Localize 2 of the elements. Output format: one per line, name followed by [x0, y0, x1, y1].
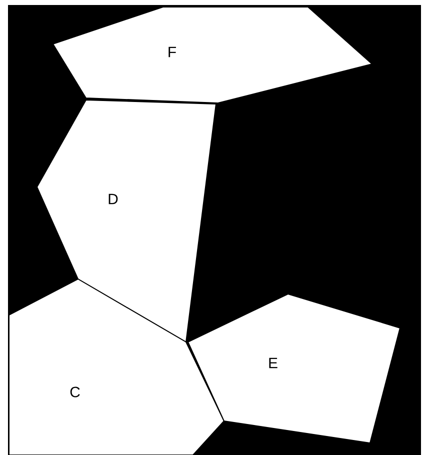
node-label: C [70, 386, 80, 398]
node-label: E [269, 358, 278, 368]
